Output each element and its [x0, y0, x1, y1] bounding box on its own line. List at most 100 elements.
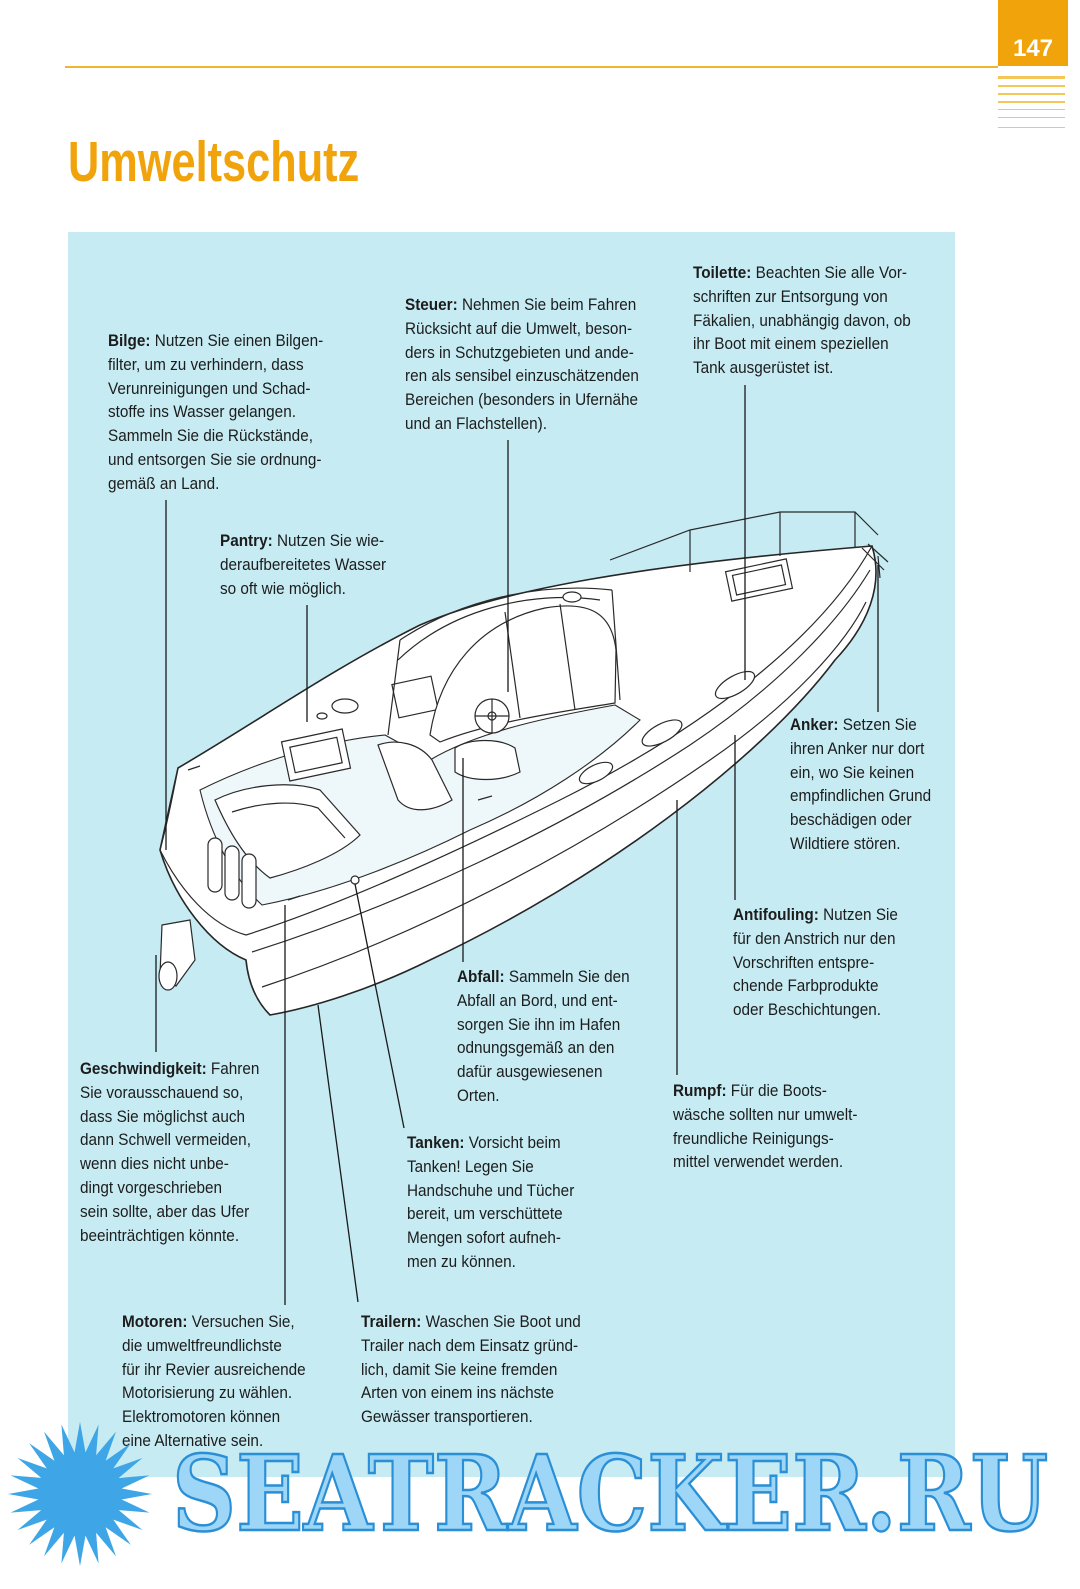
boat-propeller — [158, 961, 178, 991]
boat-arch — [399, 587, 613, 641]
callout-label: Pantry: — [220, 531, 273, 550]
callout-text: deraufbereitetes Wasser — [220, 554, 387, 574]
callout-toilette: Toilette: Beachten Sie alle Vor-schrifte… — [693, 261, 911, 380]
callout-line: ders in Schutzgebieten und ande- — [405, 341, 639, 365]
callout-line: Trailer nach dem Einsatz gründ- — [361, 1334, 581, 1358]
callout-line: dann Schwell vermeiden, — [80, 1128, 259, 1152]
boat-tank — [241, 853, 257, 909]
callout-text: mittel verwendet werden. — [673, 1152, 844, 1172]
callout-label: Bilge: — [108, 331, 151, 350]
callout-text: Waschen Sie Boot und — [425, 1312, 581, 1331]
callout-line: chende Farbprodukte — [733, 974, 898, 998]
header-rule — [65, 66, 998, 68]
boat-foredeck-hatch — [724, 558, 794, 602]
callout-line: ein, wo Sie keinen — [790, 761, 931, 785]
callout-text: Abfall an Bord, und ent- — [457, 990, 618, 1010]
boat-helm-seat — [454, 739, 521, 781]
callout-line: dafür ausgewiesenen — [457, 1060, 630, 1084]
callout-text: Vorsicht beim — [468, 1133, 561, 1152]
callout-line: sorgen Sie ihn im Hafen — [457, 1013, 630, 1037]
callout-line: Wildtiere stören. — [790, 832, 931, 856]
callout-line: stoffe ins Wasser gelangen. — [108, 400, 323, 424]
callout-line: Sie vorausschauend so, — [80, 1081, 259, 1105]
sun-icon — [8, 1422, 152, 1566]
callout-text: sein sollte, aber das Ufer — [80, 1201, 250, 1221]
callout-line: Geschwindigkeit: Fahren — [80, 1057, 259, 1081]
callout-text: Bereichen (besonders in Ufernähe — [405, 390, 639, 410]
callout-line: gemäß an Land. — [108, 472, 323, 496]
page-number: 147 — [1012, 35, 1054, 62]
callout-text: dingt vorgeschrieben — [80, 1177, 223, 1197]
callout-line: deraufbereitetes Wasser — [220, 553, 386, 577]
callout-line: Verunreinigungen und Schad- — [108, 377, 323, 401]
callout-text: Tank ausgerüstet ist. — [693, 358, 834, 378]
callout-text: chende Farbprodukte — [733, 976, 879, 996]
leader-line-tanken — [354, 883, 405, 1129]
callout-line: für den Anstrich nur den — [733, 927, 898, 951]
callout-line: für ihr Revier ausreichende — [122, 1358, 306, 1382]
header-stripe — [998, 109, 1065, 110]
callout-text: wenn dies nicht unbe- — [80, 1154, 229, 1174]
callout-label: Abfall: — [457, 967, 505, 986]
callout-text: Sie vorausschauend so, — [80, 1082, 244, 1102]
callout-line: sein sollte, aber das Ufer — [80, 1200, 259, 1224]
callout-text: ders in Schutzgebieten und ande- — [405, 342, 634, 362]
boat-cleat — [187, 765, 493, 901]
callout-text: eine Alternative sein. — [122, 1430, 264, 1450]
callout-text: Nehmen Sie beim Fahren — [461, 295, 637, 314]
callout-line: Elektromotoren können — [122, 1405, 306, 1429]
callout-text: Vorschriften entspre- — [733, 952, 875, 972]
callout-line: und entsorgen Sie sie ordnung- — [108, 448, 323, 472]
callout-line: Tanken! Legen Sie — [407, 1155, 574, 1179]
callout-text: ihr Boot mit einem speziellen — [693, 334, 889, 354]
callout-line: Anker: Setzen Sie — [790, 713, 931, 737]
header-stripe — [998, 127, 1065, 128]
boat-sink — [331, 698, 359, 714]
callout-text: Sammeln Sie den — [508, 967, 630, 986]
callout-label: Steuer: — [405, 295, 458, 314]
callout-pantry: Pantry: Nutzen Sie wie-deraufbereitetes … — [220, 529, 386, 600]
callout-text: Wildtiere stören. — [790, 833, 901, 853]
callout-line: die umweltfreundlichste — [122, 1334, 306, 1358]
watermark: SEATRACKER.RU — [8, 1422, 1049, 1566]
header-stripe — [998, 85, 1065, 87]
callout-text: dass Sie möglichst auch — [80, 1106, 245, 1126]
callout-line: Antifouling: Nutzen Sie — [733, 903, 898, 927]
callout-line: Orten. — [457, 1084, 630, 1108]
callout-line: Rücksicht auf die Umwelt, beson- — [405, 317, 639, 341]
callout-rumpf: Rumpf: Für die Boots-wäsche sollten nur … — [673, 1079, 858, 1174]
boat-tap — [316, 712, 328, 720]
callout-line: schriften zur Entsorgung von — [693, 285, 911, 309]
callout-label: Antifouling: — [733, 905, 819, 924]
boat-wheel-spokes — [475, 699, 509, 733]
callout-text: Nutzen Sie wie- — [276, 531, 385, 550]
callout-line: ihren Anker nur dort — [790, 737, 931, 761]
callout-text: für ihr Revier ausreichende — [122, 1359, 306, 1379]
callout-text: oder Beschichtungen. — [733, 1000, 882, 1020]
callout-line: filter, um zu verhindern, dass — [108, 353, 323, 377]
callout-label: Trailern: — [361, 1312, 422, 1331]
header-stripe — [998, 76, 1065, 79]
boat-galley-lid — [289, 736, 343, 774]
callout-text: Für die Boots- — [730, 1081, 827, 1100]
callout-text: lich, damit Sie keine fremden — [361, 1359, 558, 1379]
boat-deck-fitting — [562, 591, 582, 603]
callout-text: die umweltfreundlichste — [122, 1335, 282, 1355]
callout-label: Anker: — [790, 715, 839, 734]
callout-text: Motorisierung zu wählen. — [122, 1383, 293, 1403]
callout-text: Nutzen Sie einen Bilgen- — [154, 331, 324, 350]
callout-text: Beachten Sie alle Vor- — [755, 263, 908, 282]
callout-line: Tank ausgerüstet ist. — [693, 356, 911, 380]
boat-hatch-frame — [731, 564, 787, 596]
callout-text: beeinträchtigen könnte. — [80, 1225, 240, 1245]
boat-seat-seam — [231, 802, 346, 839]
callout-text: Arten von einem ins nächste — [361, 1383, 555, 1403]
callout-line: mittel verwendet werden. — [673, 1150, 858, 1174]
callout-text: freundliche Reinigungs- — [673, 1128, 834, 1148]
boat-transom — [159, 767, 247, 936]
callout-line: dingt vorgeschrieben — [80, 1176, 259, 1200]
